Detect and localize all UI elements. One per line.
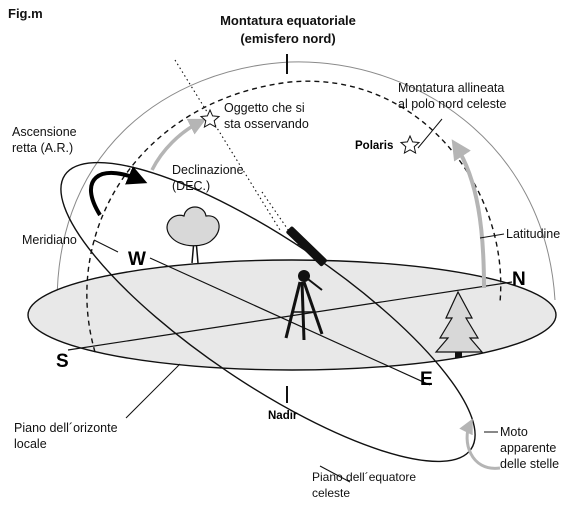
leader-piano-equatore [319,465,351,483]
label-ascensione: Ascensione retta (A.R.) [12,125,77,155]
declination-dotted-line [174,59,281,231]
meridian-dashed-arc [86,80,502,353]
celestial-hemisphere [56,61,556,329]
label-declinazione: Declinazione (DEC.) [172,163,244,193]
label-oggetto: Oggetto che si sta osservando [224,101,309,131]
label-montatura-allineata: Montatura allineata al polo nord celeste [398,81,507,111]
direction-east: E [420,369,433,390]
leader-montatura [417,118,443,149]
label-polaris: Polaris [355,140,394,152]
label-piano-orizzonte: Piano dell´orizonte locale [14,421,118,451]
direction-north: N [512,269,526,290]
star-motion-arrow [459,418,501,470]
declination-arrow [150,118,207,171]
figure-label: Fig.m [8,6,43,21]
star-icon [399,134,421,154]
leader-latitudine [479,233,505,239]
label-nadir: Nadir [268,410,298,422]
label-latitudine: Latitudine [506,227,561,241]
leader-piano-orizzonte [125,363,181,419]
diagram-title: Montatura equatoriale (emisfero nord) [220,13,356,46]
leader-meridiano [93,239,119,253]
star-icon [199,108,221,128]
label-meridiano: Meridiano [22,233,77,247]
latitude-arrow [451,139,486,289]
tree-icon [166,206,220,264]
pine-tree-icon [434,290,484,358]
label-moto: Moto apparente delle stelle [500,425,560,471]
direction-south: S [56,351,69,372]
direction-west: W [128,249,146,270]
telescope-icon [284,226,327,341]
label-piano-equatore: Piano dell´equatore celeste [312,470,417,500]
right-ascension-arrow [88,166,148,217]
